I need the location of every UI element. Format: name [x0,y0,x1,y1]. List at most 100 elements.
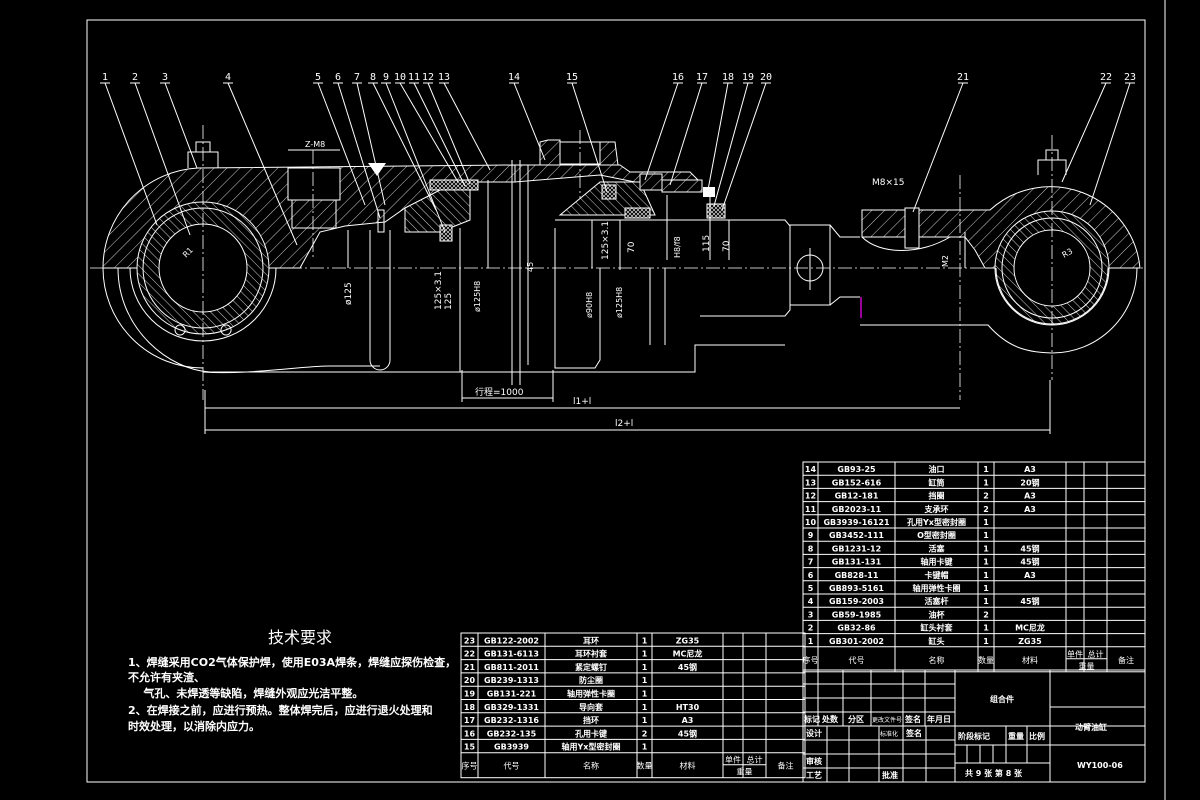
item-number: 1 [808,637,814,646]
part-quantity: 2 [983,610,989,619]
callout-number: 16 [672,72,684,83]
rev-header-change-doc: 更改文件号 [872,716,902,724]
part-code: GB131-131 [832,558,882,567]
part-name: 油杯 [929,609,946,619]
part-quantity: 1 [983,558,989,567]
stage-mark-label: 阶段标记 [958,731,990,741]
callout-leader [427,82,471,185]
part-code: GB3452-111 [829,531,884,540]
part-name: O型密封圈 [917,530,956,540]
item-number: 17 [464,716,475,725]
part-material: 45钢 [1020,557,1039,567]
part-name: 导向套 [579,702,604,712]
item-number: 6 [808,571,814,580]
tech-requirement-line: 不允许有夹渣、 [128,670,205,684]
parts-row: 6 GB828-11 卡键帽 1 A3 [808,570,1036,580]
part-material: A3 [682,716,694,725]
callout-number: 10 [394,72,406,83]
part-code: GB93-25 [837,465,876,474]
callout-number: 17 [696,72,708,83]
dim-stroke: 行程=1000 [475,386,524,398]
part-code: GB232-135 [487,729,537,738]
dim-length-1: l1+l [573,397,591,407]
part-code: GB59-1985 [832,610,882,619]
part-code: GB811-2011 [484,663,539,672]
callout-1: 1 [100,72,158,226]
assembly-label: 组合件 [990,694,1014,704]
tech-requirement-line: 2、在焊接之前，应进行预热。整体焊完后，应进行退火处理和 [128,703,433,717]
callout-number: 12 [422,72,434,83]
part-name: 挡圈 [929,491,945,501]
item-number: 22 [464,650,475,659]
callout-number: 23 [1124,72,1136,83]
parts-header: 序号代号名称数量材料单件总计重量备注 [803,649,1135,671]
tech-requirement-line: 气孔、未焊透等缺陷，焊缝外观应光洁平整。 [128,686,363,700]
callout-10: 10 [394,72,459,183]
part-code: GB301-2002 [829,637,884,646]
callout-20: 20 [721,72,772,211]
part-name: 缸头衬套 [920,623,954,633]
dim-bore-fit-left: ø125H8 [473,281,482,312]
callout-leader [134,82,191,236]
item-number: 15 [464,743,476,752]
callout-number: 6 [335,72,341,83]
header-unit: 单件 [1067,649,1083,659]
rev-header-zone: 分区 [848,714,864,724]
part-name: 支承环 [924,504,949,514]
callout-leader [721,82,767,211]
header-weight: 重量 [737,767,753,777]
part-quantity: 1 [642,676,648,685]
item-number: 7 [808,558,814,567]
rev-header-signature: 签名 [904,714,921,724]
part-name: 缸筒 [928,477,945,487]
dim-gland-fit-2: H8/f8 [673,236,682,258]
part-material: 45钢 [678,728,697,738]
callout-23: 23 [1089,72,1136,206]
part-material: A3 [1024,571,1036,580]
part-quantity: 2 [642,729,648,738]
callout-number: 8 [370,72,376,83]
part-name: 卡键帽 [925,570,949,580]
part-code: GB828-11 [835,571,879,580]
item-number: 21 [464,663,476,672]
dim-seal-left-dia: 125 [444,293,454,310]
part-quantity: 1 [983,584,989,593]
part-material: 20钢 [1020,477,1039,487]
part-name: 挡环 [583,715,599,725]
callout-leader [372,82,437,211]
callout-leader [571,82,608,193]
scale-label: 比例 [1029,731,1045,741]
callout-2: 2 [130,72,191,236]
part-name: 孔用Yx型密封圈 [907,517,966,527]
part-quantity: 1 [983,518,989,527]
part-material: ZG35 [1018,637,1042,646]
drawing-name: 动臂油缸 [1075,722,1107,732]
callout-leader [443,82,491,171]
sheet-count: 共 9 张 第 8 张 [965,768,1023,778]
callout-16: 16 [644,72,684,181]
part-name: 耳环衬套 [575,649,608,659]
item-number: 3 [808,610,814,619]
callout-number: 21 [957,72,969,83]
part-code: GB12-181 [835,492,879,501]
part-material: ZG35 [676,636,700,645]
part-name: 耳环 [583,636,599,645]
part-name: 轴用弹性卡圈 [913,583,961,593]
part-material: A3 [1024,492,1036,501]
part-quantity: 1 [983,571,989,580]
part-code: GB131-6113 [484,650,539,659]
piston-seals [368,163,726,242]
right-eye-rod-end [860,135,1141,400]
part-quantity: 1 [983,597,989,606]
callout-number: 22 [1100,72,1112,83]
callout-leader [337,82,381,219]
rev-header-mark: 标记 [803,714,820,724]
part-material: MC尼龙 [673,649,703,659]
